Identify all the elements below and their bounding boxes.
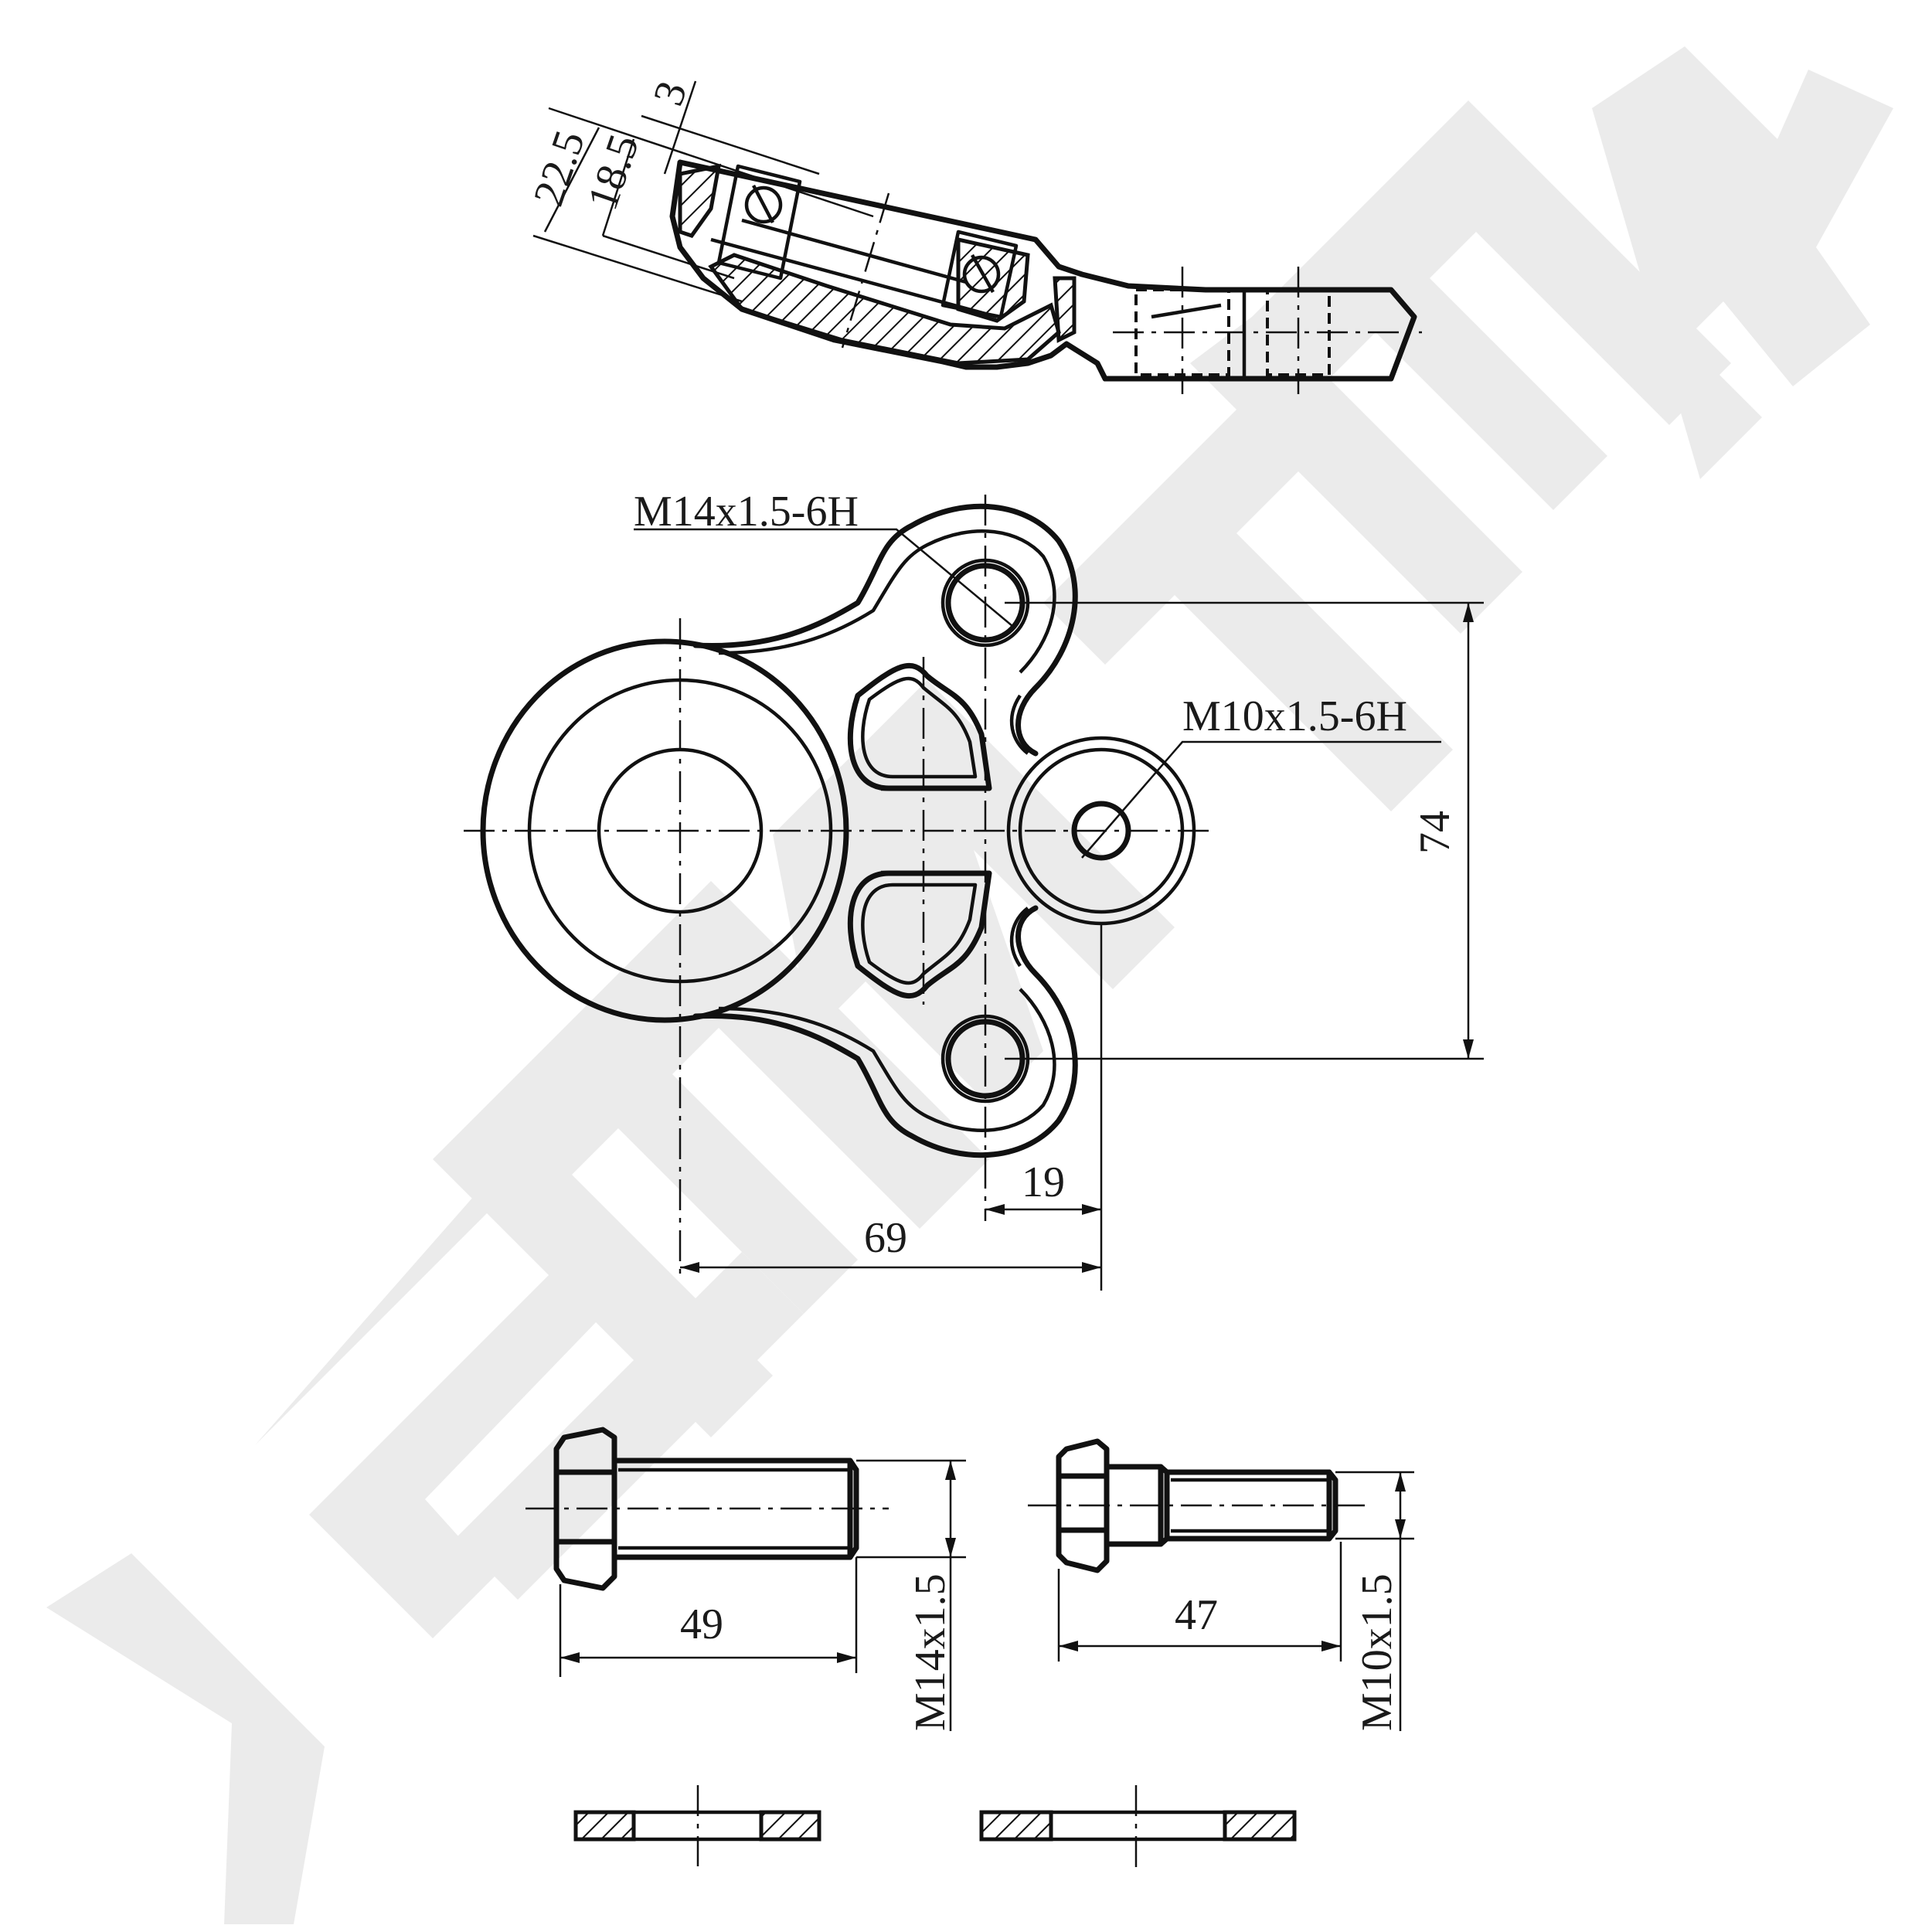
- dim-short: 19: [1022, 1158, 1065, 1206]
- dim-side-offset: 3: [645, 76, 697, 112]
- thread-label-m14: M14x1.5-6H: [634, 488, 859, 536]
- bolt-m14: 49 M14x1.5: [526, 1427, 966, 1731]
- bolt-m14-length: 49: [680, 1600, 723, 1648]
- bolt-m10-thread: M10x1.5: [1353, 1573, 1401, 1731]
- bolt-m10: 47 M10x1.5: [1028, 1438, 1414, 1731]
- washer-small: [573, 1785, 821, 1866]
- dim-vertical: 74: [1411, 811, 1459, 854]
- bolt-m14-thread: M14x1.5: [906, 1573, 954, 1731]
- washer-large: [979, 1785, 1297, 1870]
- dim-long: 69: [864, 1214, 907, 1262]
- bolt-m10-length: 47: [1175, 1591, 1218, 1639]
- top-view: M14x1.5-6H M10x1.5-6H 74 19 69: [464, 488, 1484, 1291]
- side-view-section: 22.5 18.5 3: [525, 76, 1422, 394]
- thread-label-m10: M10x1.5-6H: [1182, 692, 1407, 740]
